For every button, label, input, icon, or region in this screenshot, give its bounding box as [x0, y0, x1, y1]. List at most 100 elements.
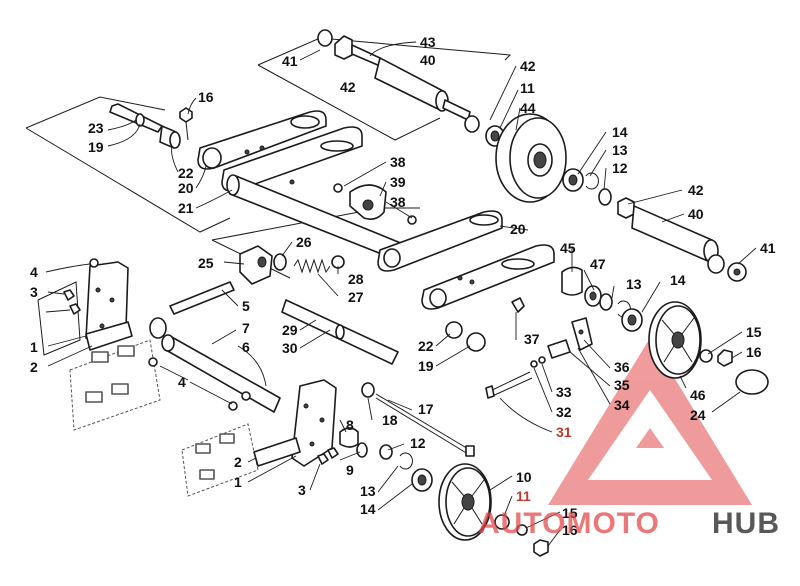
callout-14-top: 14: [612, 124, 628, 140]
callout-36: 36: [614, 359, 630, 375]
callout-40-right: 40: [688, 206, 704, 222]
callout-26: 26: [296, 234, 312, 250]
callout-39: 39: [390, 174, 406, 190]
callout-22-top: 22: [178, 165, 194, 181]
callout-18: 18: [382, 412, 398, 428]
callout-44: 44: [520, 100, 536, 116]
leader-lines: [45, 41, 757, 547]
cap-24: [735, 369, 769, 395]
section-outlines: [25, 37, 512, 356]
callout-12-top: 12: [612, 160, 628, 176]
callout-34: 34: [614, 397, 630, 413]
right-arm-hardware: [561, 266, 643, 332]
callout-23: 23: [88, 120, 104, 136]
watermark-logo: [548, 338, 752, 505]
brand-text-hub: HUB: [712, 507, 780, 540]
callout-14-mid: 14: [670, 272, 686, 288]
callout-40-top: 40: [420, 52, 436, 68]
idler-wheel-10: [438, 463, 549, 557]
callout-42-mid: 42: [520, 58, 536, 74]
callout-13-mid: 13: [626, 276, 642, 292]
lower-shafts: [161, 281, 399, 413]
nut-42-top: [334, 35, 353, 60]
callout-27: 27: [348, 289, 364, 305]
callout-24: 24: [690, 407, 706, 423]
callout-41-right: 41: [760, 240, 776, 256]
callout-10: 10: [516, 469, 532, 485]
callout-3-left: 3: [30, 284, 38, 300]
callout-1-low: 1: [234, 474, 242, 490]
bushings-22-19: [445, 297, 525, 352]
callout-6: 6: [242, 339, 250, 355]
bolt-31-assembly: [485, 317, 593, 399]
callout-46: 46: [690, 387, 706, 403]
callout-4-left: 4: [30, 264, 38, 280]
callout-11-low: 11: [516, 488, 531, 504]
callout-19-mid: 19: [418, 358, 434, 374]
callout-22-mid: 22: [418, 338, 434, 354]
cam-39: [333, 183, 417, 225]
callout-37: 37: [524, 331, 540, 347]
callout-20-right: 20: [510, 221, 526, 237]
callout-41-top: 41: [282, 53, 298, 69]
washer-42: [464, 115, 480, 133]
callout-38-bottom: 38: [390, 194, 406, 210]
callout-43: 43: [420, 34, 436, 50]
spring-assembly: [239, 245, 345, 285]
watermark-brand: AUTOMOTO HUB: [478, 507, 780, 540]
callout-2-low: 2: [234, 454, 242, 470]
callout-2-left: 2: [30, 359, 38, 375]
track-section-lower: [181, 423, 259, 497]
callout-17: 17: [418, 401, 434, 417]
idler-wheel-46: [648, 301, 769, 395]
callout-14-low: 14: [360, 501, 376, 517]
callout-numbers: 41 42 43 40 42 11 44 16 23 19 22 20 21 3…: [30, 34, 776, 538]
callout-3-low: 3: [298, 482, 306, 498]
idler-wheel-44: [495, 113, 567, 203]
callout-31: 31: [556, 424, 572, 440]
upper-wheel-hardware: [562, 168, 747, 282]
callout-16-low: 16: [562, 522, 578, 538]
callout-21: 21: [178, 200, 194, 216]
callout-12-low: 12: [410, 435, 426, 451]
callout-32: 32: [556, 404, 572, 420]
callout-19-top: 19: [88, 139, 104, 155]
callout-42-right: 42: [688, 182, 704, 198]
callout-28: 28: [348, 271, 364, 287]
callout-38-top: 38: [390, 154, 406, 170]
callout-15-low: 15: [562, 505, 578, 521]
swing-arm-right-20: [377, 210, 555, 310]
washer-41-top: [317, 29, 333, 47]
callout-1-left: 1: [30, 339, 38, 355]
callout-4-mid: 4: [178, 374, 186, 390]
washer-42b: [707, 254, 725, 274]
brand-text-automoto: AUTOMOTO: [478, 507, 660, 540]
callout-13-top: 13: [612, 142, 628, 158]
callout-9: 9: [346, 462, 354, 478]
callout-30: 30: [282, 340, 298, 356]
callout-35: 35: [614, 377, 630, 393]
callout-25: 25: [198, 255, 214, 271]
callout-8: 8: [346, 417, 354, 433]
callout-16-right: 16: [746, 344, 762, 360]
callout-33: 33: [556, 384, 572, 400]
track-section-left: [69, 339, 161, 431]
callout-20-left: 20: [178, 180, 194, 196]
callout-11-top: 11: [520, 80, 535, 96]
right-mount-bracket: [253, 379, 339, 467]
callout-42-top: 42: [340, 79, 356, 95]
shaft-43: [351, 44, 381, 67]
callout-7: 7: [242, 320, 250, 336]
callout-5: 5: [242, 298, 250, 314]
nuts-4-lower: [148, 357, 251, 411]
swing-arm-left-20: [197, 110, 363, 192]
callout-47: 47: [590, 256, 606, 272]
left-upper-shaft: [109, 103, 193, 149]
callout-29: 29: [282, 322, 298, 338]
left-mount-bracket: [63, 258, 167, 351]
callout-16-top: 16: [198, 89, 214, 105]
lower-wheel-hardware: [339, 382, 475, 492]
callout-15-right: 15: [746, 324, 762, 340]
